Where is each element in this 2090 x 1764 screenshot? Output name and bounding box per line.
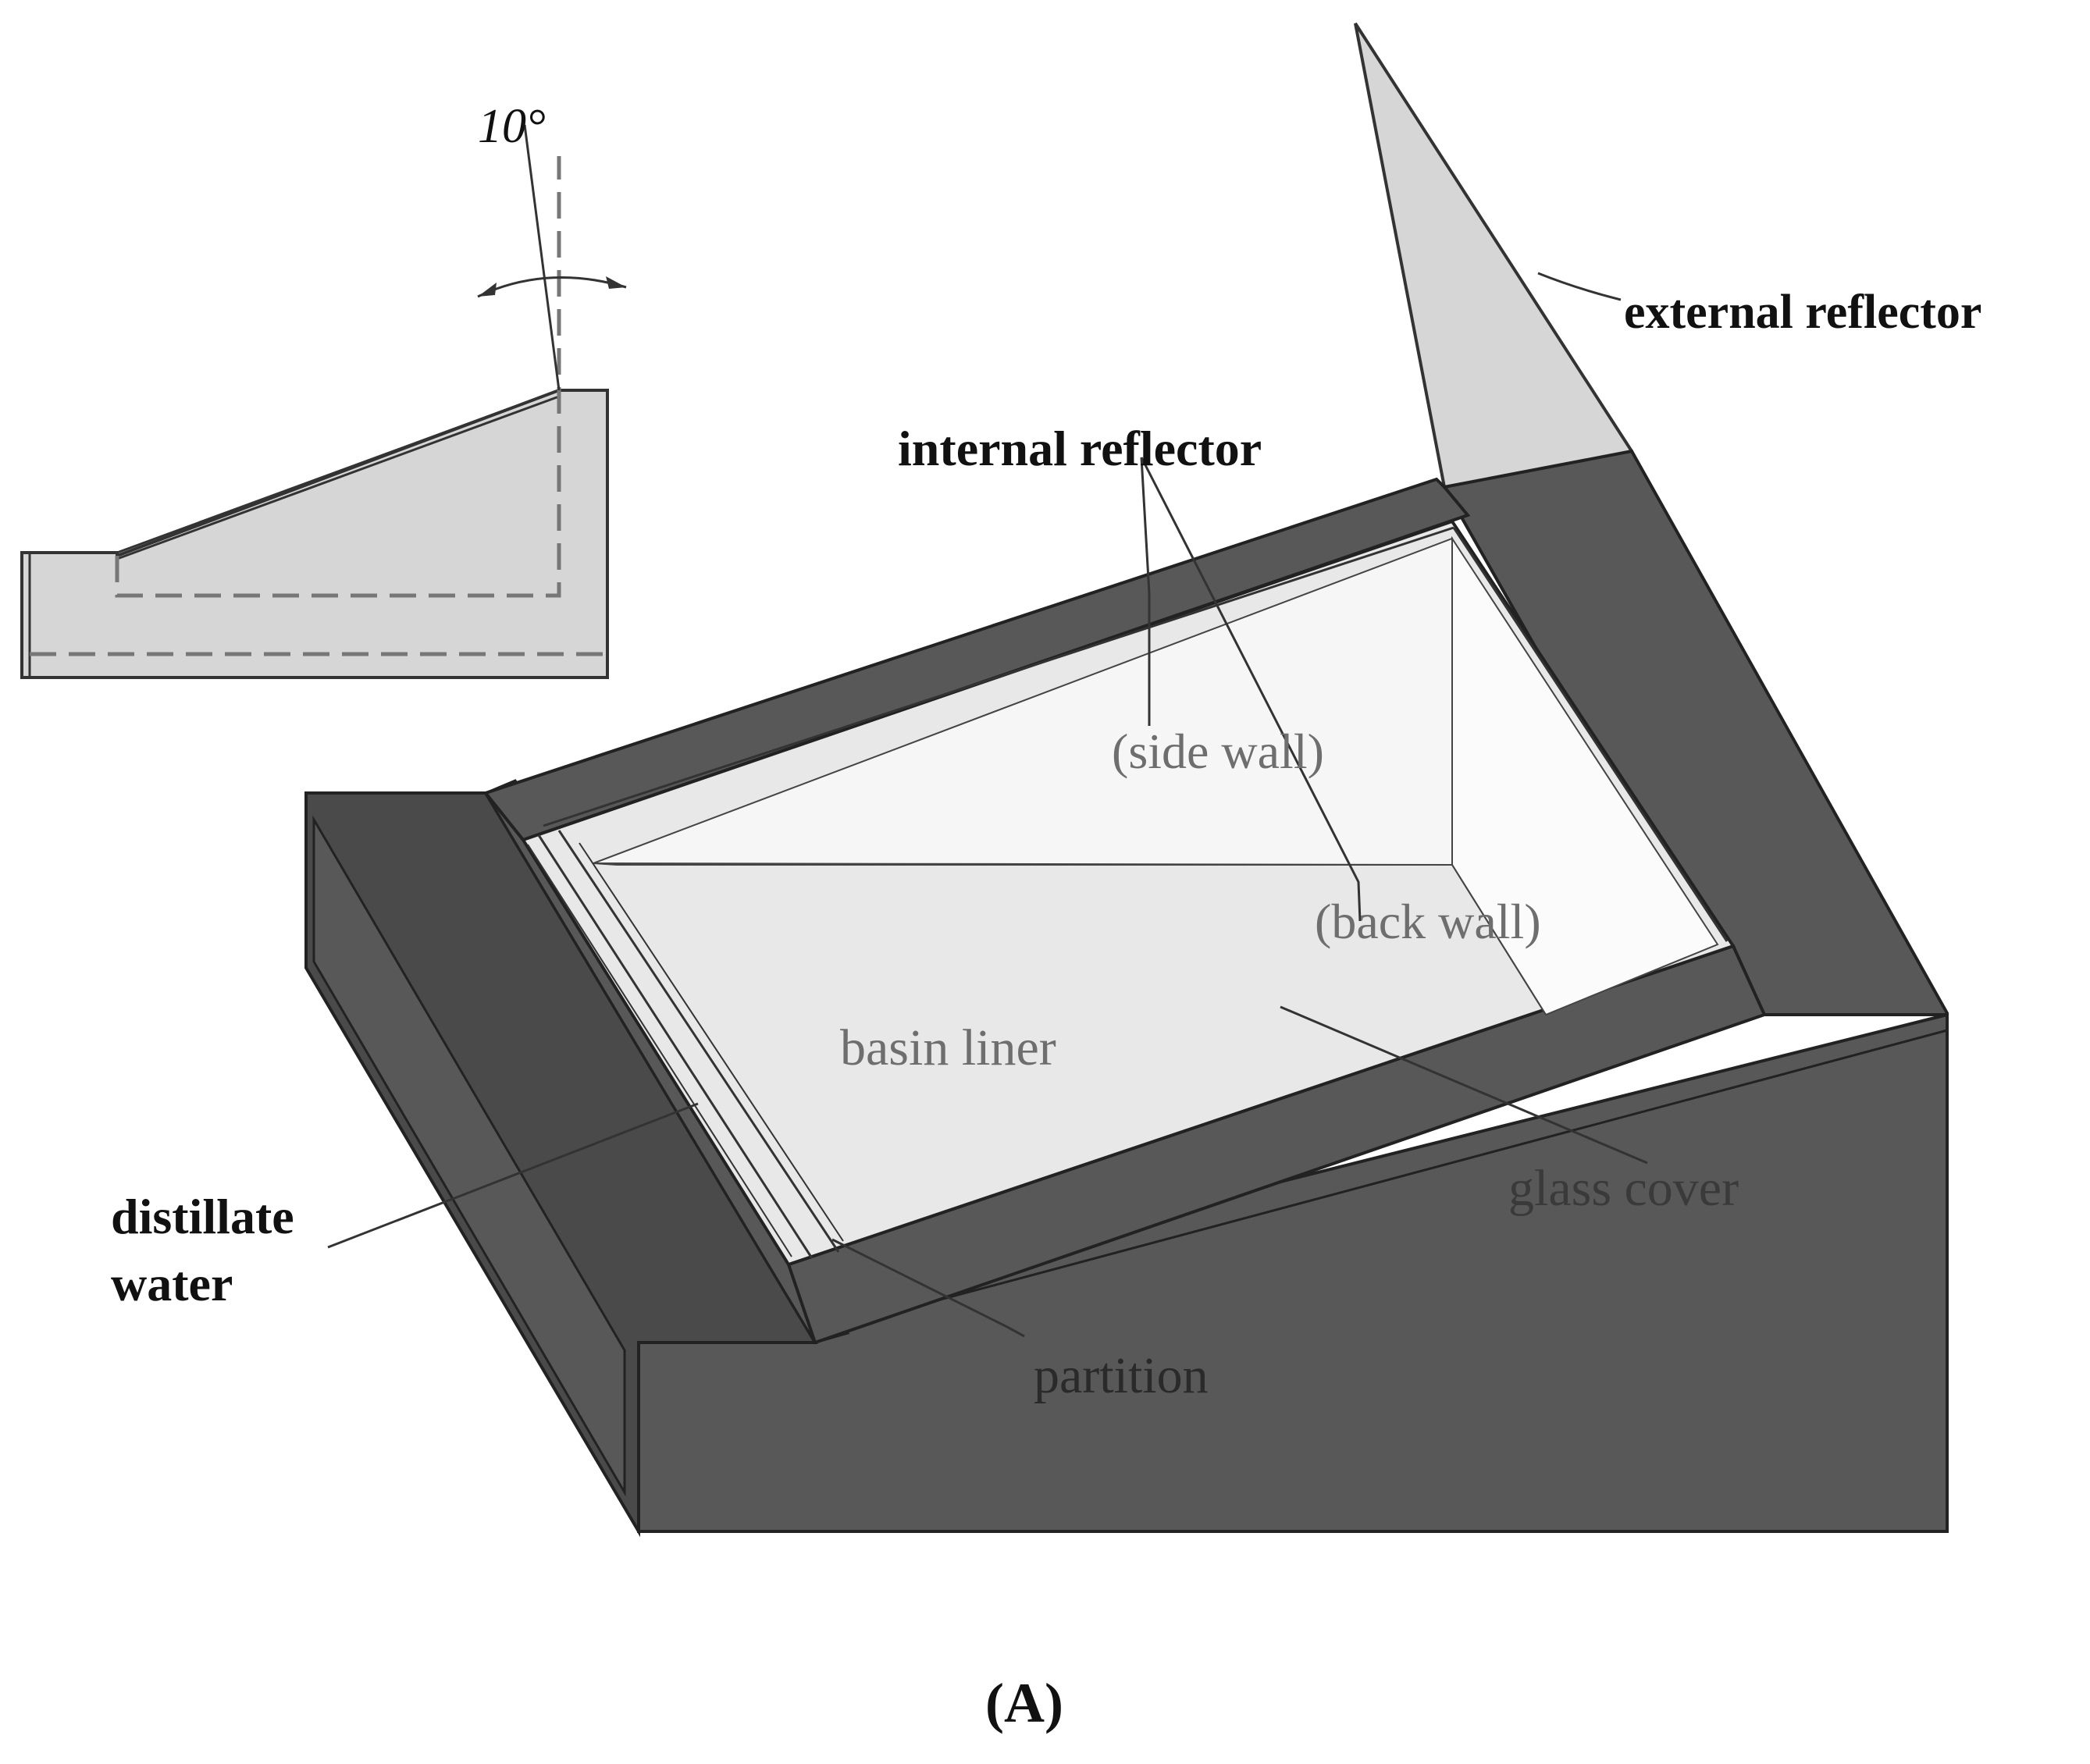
cross-section-dashed-basin — [115, 156, 561, 598]
angle-line — [523, 124, 561, 391]
leader-internal-side — [1140, 457, 1151, 726]
labels: external reflector internal reflector (s… — [111, 286, 1981, 1404]
angle-arc — [477, 276, 627, 298]
leader-glass-cover — [1280, 1005, 1648, 1165]
leader-internal-back — [1140, 457, 1362, 922]
leader-external-reflector — [1537, 272, 1622, 301]
cross-section-inset: 10° — [20, 100, 627, 679]
label-internal-reflector: internal reflector — [898, 421, 1262, 476]
label-basin-liner: basin liner — [840, 1019, 1056, 1076]
leader-distillate — [327, 1102, 699, 1249]
label-distillate: distillate — [111, 1189, 294, 1244]
label-partition: partition — [1034, 1347, 1209, 1404]
leader-lines — [327, 272, 1648, 1338]
label-side-wall: (side wall) — [1112, 724, 1324, 779]
figure-label: (A) — [985, 1672, 1063, 1734]
label-glass-cover: glass cover — [1508, 1160, 1739, 1217]
cross-section-body — [20, 389, 609, 679]
label-back-wall: (back wall) — [1315, 894, 1541, 949]
label-external-reflector: external reflector — [1624, 286, 1981, 339]
rim-back — [482, 477, 1471, 842]
angle-label: 10° — [478, 100, 546, 153]
internal-reflector-side-wall — [593, 537, 1453, 866]
label-water: water — [111, 1256, 233, 1311]
cross-section-glass — [116, 395, 560, 560]
partition-line — [537, 834, 814, 1259]
leader-partition — [831, 1238, 1025, 1338]
solar-still — [304, 22, 1949, 1538]
